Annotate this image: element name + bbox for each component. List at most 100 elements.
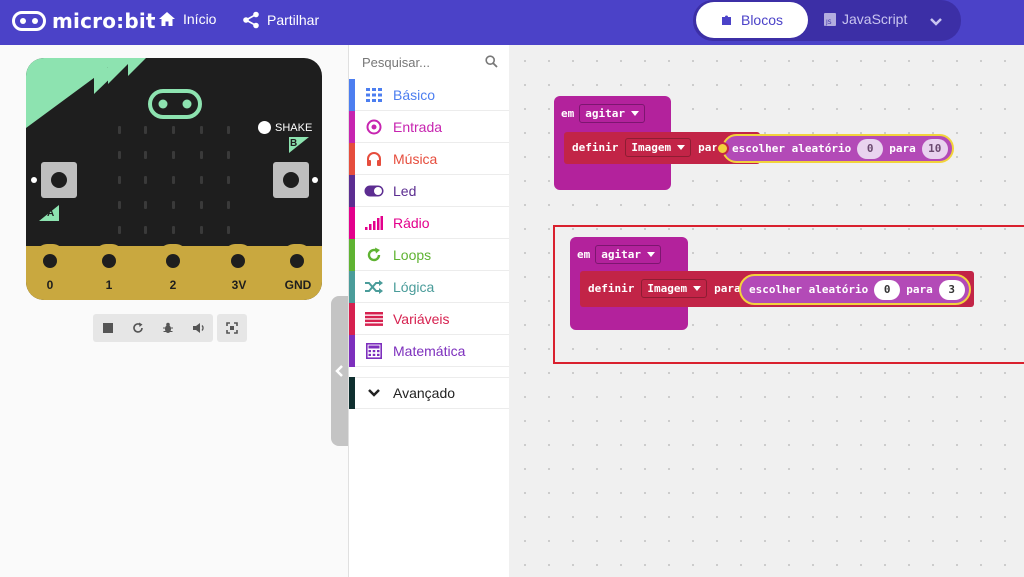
search-input[interactable]: Pesquisar... [362,55,430,70]
microbit-logo[interactable]: micro:bit [12,9,156,33]
puzzle-icon [721,15,731,25]
editor-menu-button[interactable] [929,14,943,32]
pin-2-hole[interactable] [166,254,180,268]
category-radio-label: Rádio [393,214,430,231]
pin-3v-top [225,244,251,254]
blocks-tab[interactable]: Blocos [696,2,808,38]
blocks-workspace[interactable] [509,45,1024,577]
pin-1-hole[interactable] [102,254,116,268]
category-variables[interactable]: Variáveis [349,302,509,335]
collapse-simulator-button[interactable] [331,296,348,446]
variable-dropdown[interactable]: Imagem [641,279,708,298]
toolbox: Pesquisar... Básico Entrada Música Led R… [348,45,509,577]
led [227,126,230,134]
shake-button[interactable] [258,121,271,134]
random-max-input[interactable]: 3 [938,279,965,300]
signal-icon [355,215,393,230]
logo-badge-icon [148,89,202,119]
chevron-left-icon [335,365,343,377]
led [200,226,203,234]
button-b[interactable] [273,162,309,198]
dropdown-arrow-icon [631,111,639,116]
javascript-tab[interactable]: JS JavaScript [824,11,907,27]
top-bar: micro:bit Início Partilhar Blocos JS Jav… [0,0,1024,45]
led [118,226,121,234]
target-icon [355,119,393,135]
random-max-input[interactable]: 10 [921,138,948,159]
variable-dropdown-value: Imagem [631,141,672,154]
pin-1-label: 1 [105,278,113,292]
home-button[interactable]: Início [158,11,216,27]
category-input-label: Entrada [393,118,443,135]
category-logic[interactable]: Lógica [349,270,509,303]
pin-2-label: 2 [169,278,177,292]
random-range-block[interactable]: escolher aleatório 0 para 10 [722,134,954,163]
event-label: em [577,248,591,261]
led [172,126,175,134]
simulator-controls-group [93,314,213,342]
button-a[interactable] [41,162,77,198]
variable-dropdown[interactable]: Imagem [625,138,692,157]
pin-0-hole[interactable] [43,254,57,268]
dropdown-arrow-icon [693,286,702,291]
fullscreen-button[interactable] [217,314,247,342]
speaker-icon [192,323,204,333]
restart-button[interactable] [123,314,153,342]
led [172,201,175,209]
stop-button[interactable] [93,314,123,342]
category-advanced[interactable]: Avançado [349,377,509,409]
gesture-dropdown-value: agitar [601,248,641,261]
category-music-label: Música [393,150,438,167]
led [227,176,230,184]
category-loops-label: Loops [393,246,432,263]
category-basic[interactable]: Básico [349,78,509,111]
board-edge-dot-right [312,177,318,183]
category-logic-bar [349,270,355,303]
pin-3v-hole[interactable] [231,254,245,268]
category-music[interactable]: Música [349,142,509,175]
refresh-icon [355,247,393,263]
gesture-dropdown[interactable]: agitar [579,104,645,123]
board-edge-dot-left [31,177,37,183]
mute-button[interactable] [183,314,213,342]
category-loops[interactable]: Loops [349,238,509,271]
random-min-input[interactable]: 0 [857,138,884,159]
category-radio[interactable]: Rádio [349,206,509,239]
category-math-label: Matemática [393,342,466,359]
variable-dropdown-value: Imagem [647,282,688,295]
gesture-dropdown[interactable]: agitar [595,245,661,264]
button-b-cap [283,172,299,188]
category-input-bar [349,110,355,143]
button-b-label: B [290,138,298,149]
random-min-input[interactable]: 0 [874,279,901,300]
pin-gnd-top [284,244,310,254]
calculator-icon [355,342,393,359]
category-math-bar [349,334,355,367]
button-a-label-icon [39,205,59,221]
simulator-toolbar [93,314,251,342]
share-button[interactable]: Partilhar [242,11,319,29]
random-range-block-2[interactable]: escolher aleatório 0 para 3 [739,274,971,305]
range-to-label: para [889,142,916,155]
headphones-icon [355,151,393,166]
blocks-tab-label: Blocos [740,12,784,28]
dropdown-arrow-icon [647,252,655,257]
category-led[interactable]: Led [349,174,509,207]
led [118,176,121,184]
debug-button[interactable] [153,314,183,342]
logo-text: micro:bit [52,9,156,33]
random-label: escolher aleatório [732,142,852,155]
pin-1-top [96,244,122,254]
microbit-board[interactable]: A B 0 1 2 3V GND [26,58,322,300]
category-math[interactable]: Matemática [349,334,509,367]
pin-gnd-hole[interactable] [290,254,304,268]
category-input[interactable]: Entrada [349,110,509,143]
category-led-label: Led [393,182,417,199]
led [172,151,175,159]
search-icon[interactable] [485,55,498,68]
random-label: escolher aleatório [749,283,869,296]
category-advanced-label: Avançado [393,385,456,401]
on-shake-header: em agitar [561,104,645,123]
set-variable-content: definir Imagem para [572,138,725,157]
category-variables-bar [349,302,355,335]
